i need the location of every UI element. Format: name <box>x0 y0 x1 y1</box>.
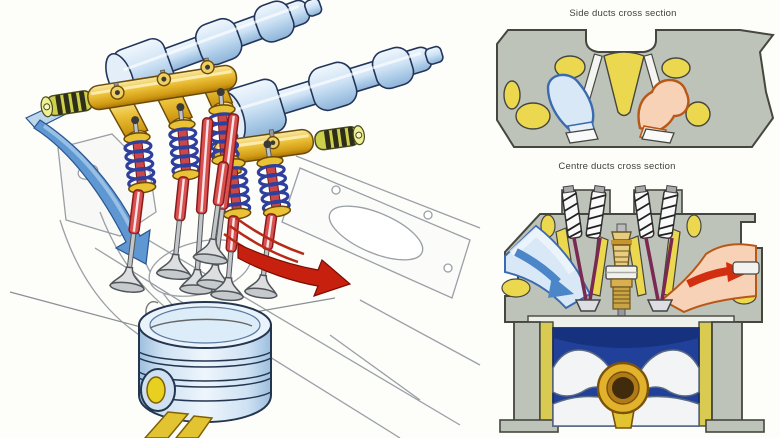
connecting-rod-small-end <box>596 361 650 429</box>
section-valves <box>572 237 674 301</box>
side-ducts-section <box>496 29 775 148</box>
piston-assembly <box>9 291 336 438</box>
lash-adjuster-icon <box>40 90 94 118</box>
cylinder-block-walls <box>499 321 765 433</box>
exhaust-duct <box>660 243 757 314</box>
valve-seats <box>565 128 675 144</box>
piston <box>138 301 272 424</box>
exhaust-flow-arrow <box>223 216 352 297</box>
connecting-rod <box>143 411 214 438</box>
piston-pin-hole <box>146 376 166 404</box>
side-ducts-caption: Side ducts cross section <box>569 8 677 19</box>
centre-ducts-caption: Centre ducts cross section <box>558 161 676 172</box>
section-valve-heads <box>574 299 674 312</box>
intake-arrow-icon <box>514 248 574 298</box>
main-cutaway-panel <box>9 0 481 438</box>
cylinder-interior <box>552 327 700 429</box>
coolant-passages <box>503 51 711 130</box>
lash-adjuster-icon <box>314 125 365 151</box>
centre-ducts-section <box>499 184 765 433</box>
side-port <box>732 261 760 275</box>
